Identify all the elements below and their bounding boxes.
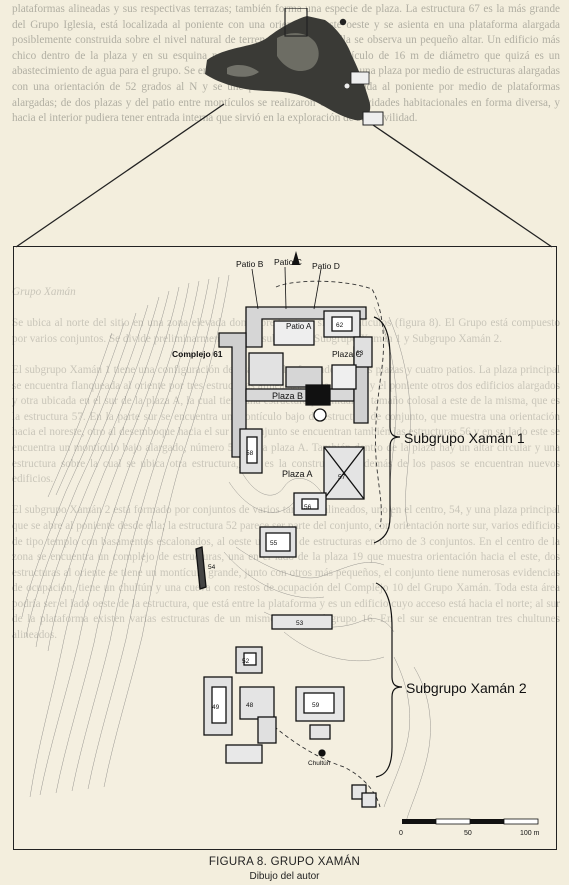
inset-site-map <box>205 8 384 126</box>
label-structure-52: 52 <box>242 658 250 665</box>
label-structure-59: 59 <box>312 702 320 709</box>
label-structure-49: 49 <box>212 704 220 711</box>
label-structure-55: 55 <box>270 540 278 547</box>
inset-site-highlights <box>277 33 319 72</box>
label-subgrupo-xaman-1: Subgrupo Xamán 1 <box>404 430 525 446</box>
label-structure-54: 54 <box>208 564 216 571</box>
label-patio-d: Patio D <box>312 261 340 271</box>
scale-zero: 0 <box>399 830 403 837</box>
label-structure-58: 58 <box>246 450 254 457</box>
figure-caption: FIGURA 8. GRUPO XAMÁN <box>208 856 361 868</box>
structures-subgrupo-2 <box>195 526 377 808</box>
scale-hundred: 100 m <box>520 830 540 837</box>
label-structure-63: 63 <box>356 350 364 357</box>
label-structure-56: 56 <box>304 504 312 511</box>
label-structure-48: 48 <box>246 702 254 709</box>
label-plaza-c: Plaza C <box>332 349 362 359</box>
label-structure-57: 57 <box>338 474 346 481</box>
label-chultun: Chultún <box>308 760 331 767</box>
inset-highlight-box <box>284 8 308 37</box>
label-patio-b: Patio B <box>236 259 264 269</box>
label-subgrupo-xaman-2: Subgrupo Xamán 2 <box>406 680 527 696</box>
text-labels: Patio B Patio C Patio D Patio A Plaza C … <box>172 257 527 767</box>
label-structure-53: 53 <box>296 620 304 627</box>
inset-site-silhouette <box>205 16 371 121</box>
site-plan: Patio B Patio C Patio D Patio A Plaza C … <box>21 251 540 837</box>
scale-fifty: 50 <box>464 830 472 837</box>
structures-subgrupo-1 <box>218 306 373 516</box>
label-pointers <box>251 266 322 310</box>
section-heading: Grupo Xamán <box>12 286 76 298</box>
label-patio-c: Patio C <box>274 257 302 267</box>
figure-credit: Dibujo del autor <box>249 871 320 882</box>
label-complejo-61: Complejo 61 <box>172 349 223 359</box>
brackets <box>373 316 403 778</box>
label-patio-a: Patio A <box>286 322 312 331</box>
north-arrow <box>292 251 300 265</box>
site-boundary <box>263 280 384 808</box>
figure-8-map: Patio B Patio C Patio D Patio A Plaza C … <box>13 246 557 850</box>
label-structure-62: 62 <box>336 322 344 329</box>
scale-bar: 0 50 100 m <box>399 818 540 837</box>
label-plaza-b: Plaza B <box>272 391 303 401</box>
label-plaza-a: Plaza A <box>282 469 313 479</box>
